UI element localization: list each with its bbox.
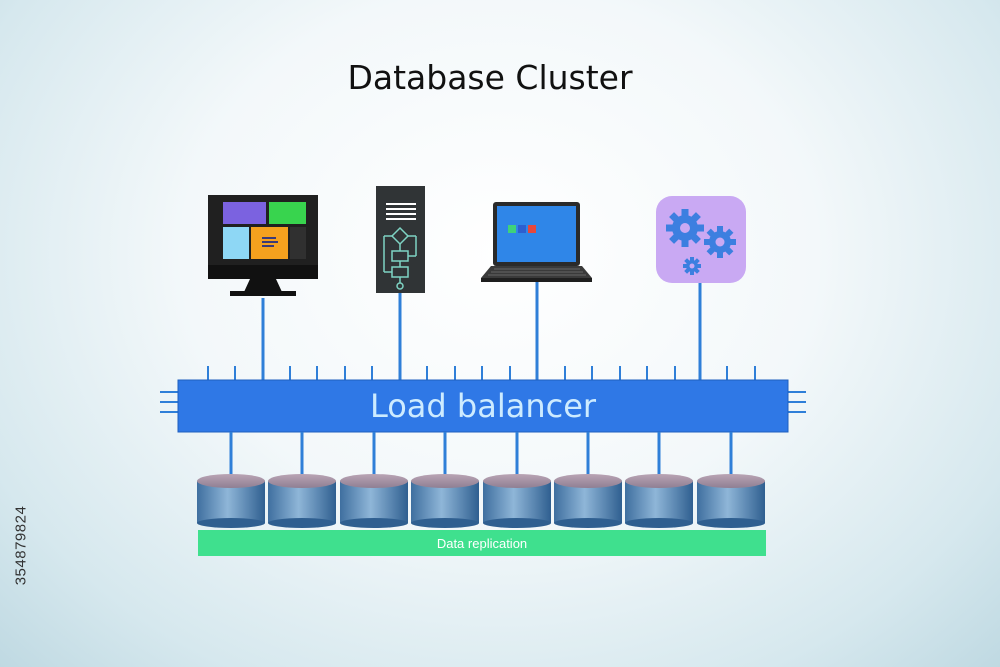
gears-icon	[656, 196, 746, 283]
monitor-icon	[208, 195, 318, 296]
database-cylinders	[197, 474, 765, 528]
database-icon-8	[697, 474, 765, 528]
database-icon-6	[554, 474, 622, 528]
stock-id-text: 354879824	[12, 505, 30, 585]
database-icon-7	[625, 474, 693, 528]
database-icon-1	[197, 474, 265, 528]
database-icon-2	[268, 474, 336, 528]
stock-id: 354879824	[6, 430, 36, 660]
load-balancer-label: Load balancer	[369, 387, 597, 425]
diagram-title: Database Cluster	[347, 58, 633, 97]
database-icon-3	[340, 474, 408, 528]
database-icon-5	[483, 474, 551, 528]
load-balancer-chip	[160, 366, 806, 433]
database-icon-4	[411, 474, 479, 528]
replication-label: Data replication	[436, 535, 528, 551]
database-connectors	[229, 432, 733, 481]
laptop-icon	[481, 202, 592, 282]
server-flowchart-icon	[376, 186, 425, 293]
replication-bar	[198, 530, 766, 556]
client-connectors	[261, 282, 702, 380]
